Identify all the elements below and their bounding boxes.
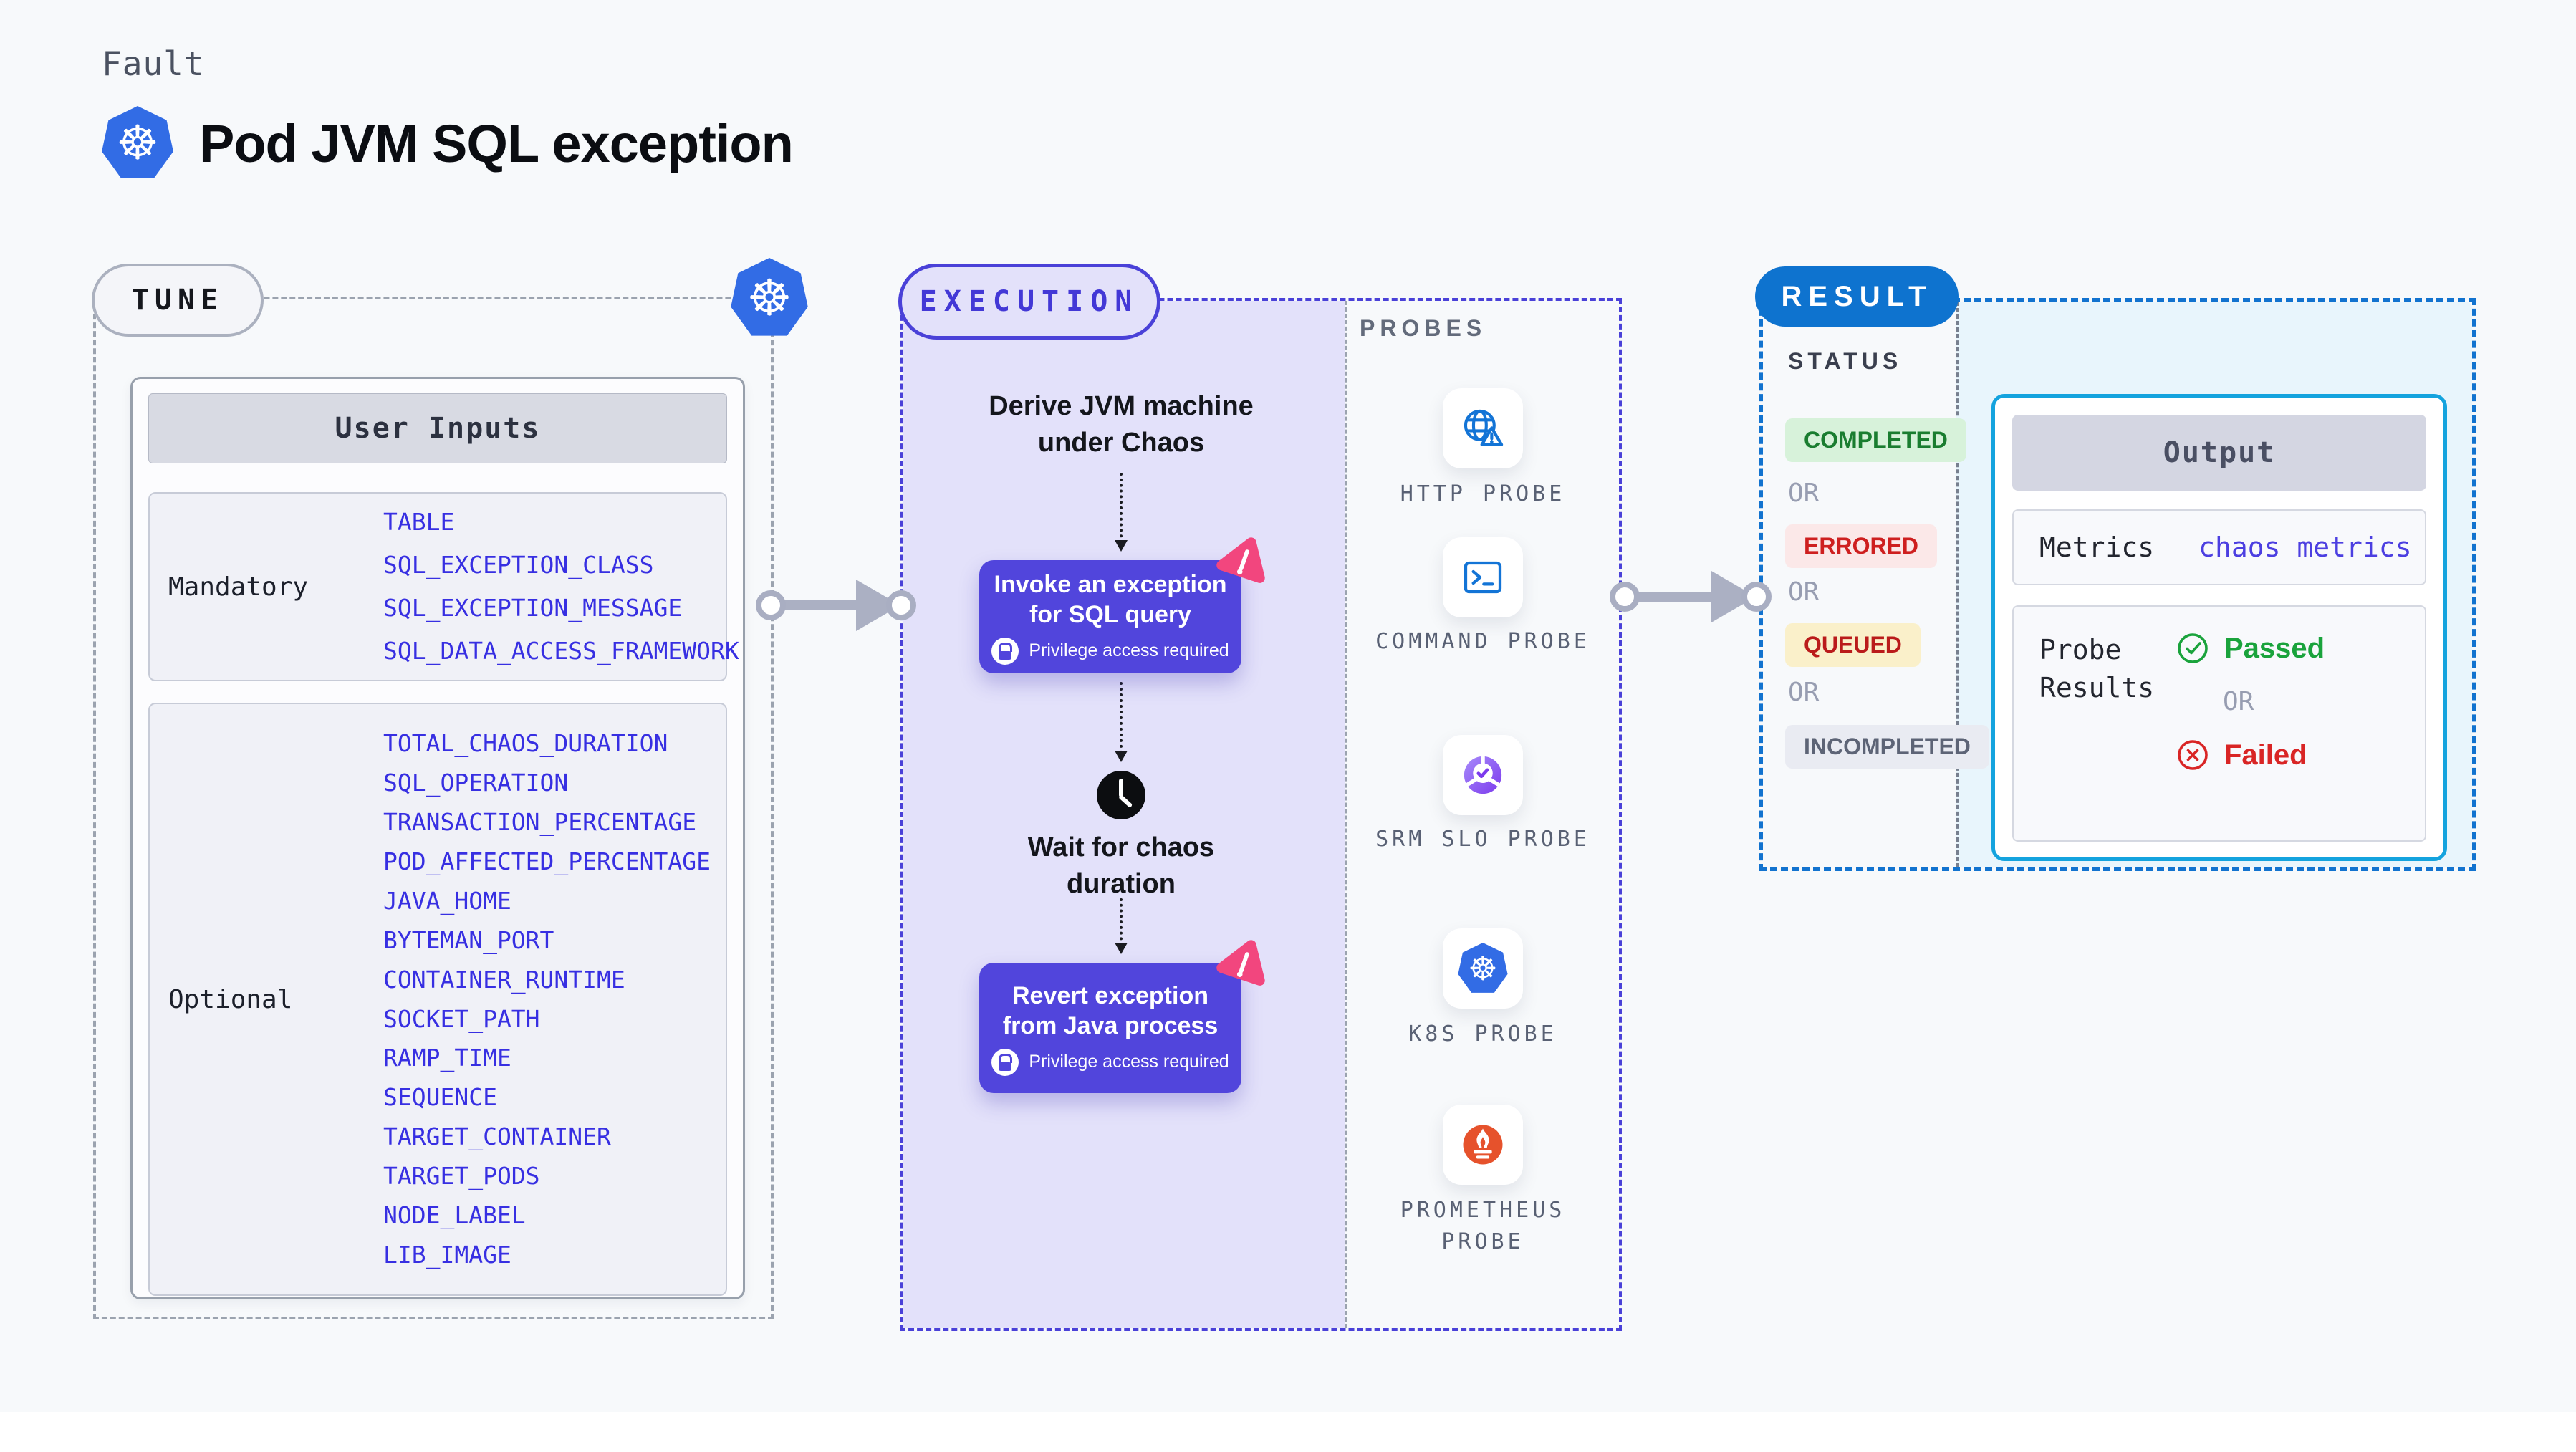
execution-to-result-arrow <box>1610 571 1772 622</box>
field-item: LIB_IMAGE <box>383 1241 511 1269</box>
privilege-note: Privilege access required <box>991 1048 1229 1076</box>
user-inputs-header: User Inputs <box>148 393 727 463</box>
x-circle-icon <box>2178 740 2208 770</box>
metrics-label: Metrics <box>2039 532 2155 563</box>
command-probe-card <box>1443 537 1523 617</box>
clock-icon <box>1097 771 1145 819</box>
field-item: SQL_OPERATION <box>383 768 569 797</box>
probe-caption: COMMAND PROBE <box>1375 629 1590 654</box>
result-divider <box>1956 302 1959 867</box>
flow-arrow-down <box>1115 473 1128 552</box>
tune-panel <box>93 297 774 1319</box>
field-item: BYTEMAN_PORT <box>383 925 554 954</box>
probes-label: PROBES <box>1360 315 1487 341</box>
kubernetes-icon: ☸ <box>731 258 808 336</box>
connector-dot <box>1610 582 1640 612</box>
user-inputs-card: User Inputs Mandatory TABLE SQL_EXCEPTIO… <box>130 377 745 1299</box>
revert-exception-box: Revert exception from Java process Privi… <box>979 963 1241 1093</box>
prometheus-icon <box>1463 1125 1503 1165</box>
field-item: RAMP_TIME <box>383 1044 511 1072</box>
prometheus-probe-card <box>1443 1105 1523 1185</box>
optional-field-list: TOTAL_CHAOS_DURATION SQL_OPERATION TRANS… <box>383 729 711 1269</box>
optional-fields-row: Optional TOTAL_CHAOS_DURATION SQL_OPERAT… <box>148 703 727 1296</box>
terminal-icon <box>1464 561 1502 594</box>
flow-arrow-down <box>1115 898 1128 954</box>
probe-results-values: Passed OR Failed <box>2176 625 2325 778</box>
fault-kicker: Fault <box>102 44 205 83</box>
metrics-value: chaos metrics <box>2198 532 2412 563</box>
probe-results-row: Probe Results Passed OR Failed <box>2012 605 2426 842</box>
probe-caption: K8S PROBE <box>1408 1021 1557 1047</box>
field-item: TABLE <box>383 508 455 537</box>
field-item: SQL_EXCEPTION_MESSAGE <box>383 594 683 622</box>
mandatory-fields-row: Mandatory TABLE SQL_EXCEPTION_CLASS SQL_… <box>148 492 739 681</box>
page-title: Pod JVM SQL exception <box>199 113 794 173</box>
probes-divider <box>1345 301 1347 1328</box>
or-separator: OR <box>1788 577 1820 607</box>
privilege-note: Privilege access required <box>991 637 1229 665</box>
lock-icon <box>991 637 1019 665</box>
tune-to-execution-arrow <box>756 580 916 631</box>
field-item: TARGET_CONTAINER <box>383 1122 611 1151</box>
status-badge-incompleted: INCOMPLETED <box>1785 725 1989 769</box>
field-item: SOCKET_PATH <box>383 1004 540 1033</box>
page-header: ☸ Pod JVM SQL exception <box>100 106 794 181</box>
field-item: TRANSACTION_PERCENTAGE <box>383 807 697 836</box>
flow-arrow-down <box>1115 682 1128 762</box>
or-separator: OR <box>2223 687 2254 716</box>
slo-donut-icon <box>1464 755 1502 794</box>
probe-results-label: Probe Results <box>2039 634 2155 704</box>
kubernetes-icon: ☸ <box>102 106 173 178</box>
failed-text: Failed <box>2224 739 2307 771</box>
revert-step-text: Revert exception from Java process <box>1002 981 1219 1040</box>
connector-dot <box>756 590 786 620</box>
tune-badge: TUNE <box>92 264 264 337</box>
http-probe-card <box>1443 388 1523 468</box>
globe-alert-icon <box>1464 409 1504 446</box>
status-badge-queued: QUEUED <box>1785 623 1921 667</box>
or-separator: OR <box>1788 479 1820 508</box>
lock-icon <box>991 1048 1019 1076</box>
connector-dot <box>886 590 916 620</box>
wait-step-text: Wait for chaos duration <box>1027 832 1215 900</box>
metrics-row: Metrics chaos metrics <box>2012 509 2426 585</box>
status-badge-errored: ERRORED <box>1785 524 1938 568</box>
srm-slo-probe-card <box>1443 735 1523 815</box>
field-item: SEQUENCE <box>383 1083 497 1112</box>
field-item: NODE_LABEL <box>383 1201 526 1230</box>
derive-step-text: Derive JVM machine under Chaos <box>989 391 1254 458</box>
field-item: CONTAINER_RUNTIME <box>383 965 625 994</box>
field-item: SQL_DATA_ACCESS_FRAMEWORK <box>383 636 739 665</box>
probe-caption: SRM SLO PROBE <box>1375 827 1590 852</box>
kubernetes-icon: ☸ <box>1458 943 1508 993</box>
result-badge: RESULT <box>1755 266 1959 327</box>
probe-caption: PROMETHEUS PROBE <box>1400 1198 1566 1254</box>
mandatory-field-list: TABLE SQL_EXCEPTION_CLASS SQL_EXCEPTION_… <box>383 509 739 665</box>
connector-dot <box>1741 582 1772 612</box>
invoke-step-text: Invoke an exception for SQL query <box>994 570 1227 629</box>
chaos-pinwheel-icon <box>1216 940 1265 986</box>
optional-label: Optional <box>168 984 293 1014</box>
or-separator: OR <box>1788 678 1820 707</box>
field-item: TOTAL_CHAOS_DURATION <box>383 729 668 757</box>
field-item: SQL_EXCEPTION_CLASS <box>383 551 654 580</box>
status-label: STATUS <box>1788 348 1903 374</box>
k8s-probe-card: ☸ <box>1443 928 1523 1009</box>
passed-text: Passed <box>2224 632 2325 664</box>
invoke-exception-box: Invoke an exception for SQL query Privil… <box>979 560 1241 673</box>
bottom-strip <box>0 1412 2576 1452</box>
mandatory-label: Mandatory <box>168 572 309 602</box>
output-card: Output Metrics chaos metrics Probe Resul… <box>1991 394 2447 861</box>
output-header: Output <box>2012 415 2426 491</box>
probe-caption: HTTP PROBE <box>1400 481 1566 506</box>
field-item: POD_AFFECTED_PERCENTAGE <box>383 847 711 875</box>
field-item: JAVA_HOME <box>383 886 511 915</box>
field-item: TARGET_PODS <box>383 1162 540 1191</box>
chaos-pinwheel-icon <box>1216 537 1265 583</box>
check-circle-icon <box>2178 633 2208 663</box>
status-badge-completed: COMPLETED <box>1785 418 1966 462</box>
execution-badge: EXECUTION <box>898 264 1160 340</box>
